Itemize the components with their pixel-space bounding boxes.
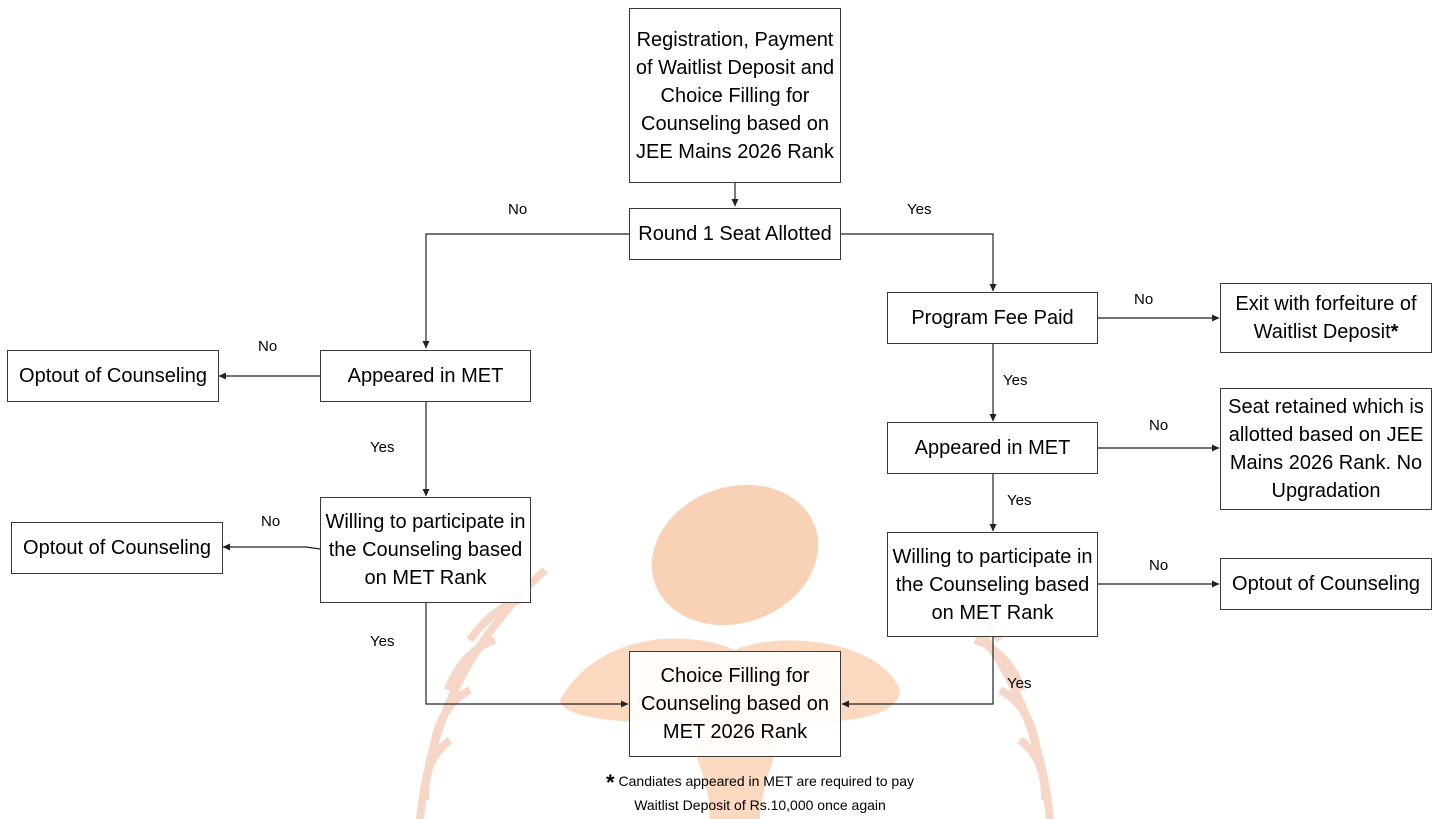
edge-label-willing-right-no: No bbox=[1149, 557, 1169, 574]
node-program-fee-paid: Program Fee Paid bbox=[887, 292, 1098, 344]
exit-forfeiture-asterisk: * bbox=[1390, 321, 1399, 343]
node-program-fee-label: Program Fee Paid bbox=[911, 307, 1074, 329]
edge-label-willing-left-yes: Yes bbox=[370, 633, 395, 650]
node-exit-forfeiture-text: Exit with forfeiture of Waitlist Deposit… bbox=[1225, 290, 1427, 346]
edge-label-appeared-right-yes: Yes bbox=[1007, 492, 1032, 509]
edge-label-appeared-left-no: No bbox=[258, 338, 278, 355]
edge-round1-yes bbox=[841, 233, 997, 292]
node-appeared-met-right-label: Appeared in MET bbox=[914, 437, 1071, 459]
edge-willing-right-yes bbox=[841, 637, 994, 708]
node-choice-filling-met: Choice Filling for Counseling based on M… bbox=[629, 651, 841, 757]
node-exit-forfeiture-label: Exit with forfeiture of Waitlist Deposit bbox=[1235, 293, 1417, 343]
edge-willing-left-yes bbox=[425, 603, 629, 708]
node-optout-left-1-label: Optout of Counseling bbox=[19, 365, 207, 387]
node-appeared-met-right: Appeared in MET bbox=[887, 422, 1098, 474]
node-willing-left: Willing to participate in the Counseling… bbox=[320, 497, 531, 603]
edge-label-appeared-left-yes: Yes bbox=[370, 439, 395, 456]
node-willing-right-label: Willing to participate in the Counseling… bbox=[892, 545, 1093, 624]
edge-willing-left-no bbox=[222, 543, 321, 551]
node-seat-retained-label: Seat retained which is allotted based on… bbox=[1228, 396, 1424, 502]
edge-label-round1-yes: Yes bbox=[907, 201, 932, 218]
edge-label-round1-no: No bbox=[508, 201, 528, 218]
edge-label-program-fee-yes: Yes bbox=[1003, 372, 1028, 389]
node-seat-retained: Seat retained which is allotted based on… bbox=[1220, 388, 1432, 510]
edge-label-willing-left-no: No bbox=[261, 513, 281, 530]
node-appeared-met-left-label: Appeared in MET bbox=[347, 365, 504, 387]
footnote-line-2: Waitlist Deposit of Rs.10,000 once again bbox=[634, 797, 886, 813]
node-registration-label: Registration, Payment of Waitlist Deposi… bbox=[635, 28, 835, 163]
footnote-line-1: *Candiates appeared in MET are required … bbox=[560, 770, 960, 794]
node-round1-seat-allotted: Round 1 Seat Allotted bbox=[629, 208, 841, 260]
node-exit-forfeiture: Exit with forfeiture of Waitlist Deposit… bbox=[1220, 283, 1432, 353]
node-registration: Registration, Payment of Waitlist Deposi… bbox=[629, 8, 841, 183]
node-willing-left-label: Willing to participate in the Counseling… bbox=[325, 511, 526, 589]
node-optout-left-2: Optout of Counseling bbox=[11, 522, 223, 574]
footnote-text-1: Candiates appeared in MET are required t… bbox=[618, 773, 915, 789]
edge-label-program-fee-no: No bbox=[1134, 291, 1154, 308]
node-optout-right-label: Optout of Counseling bbox=[1232, 573, 1420, 595]
edge-round1-no bbox=[422, 233, 629, 349]
footnote-asterisk: * bbox=[605, 770, 615, 795]
node-optout-left-2-label: Optout of Counseling bbox=[23, 537, 211, 559]
node-choice-filling-label: Choice Filling for Counseling based on M… bbox=[641, 665, 829, 743]
node-appeared-met-left: Appeared in MET bbox=[320, 350, 531, 402]
node-optout-right: Optout of Counseling bbox=[1220, 558, 1432, 610]
node-round1-label: Round 1 Seat Allotted bbox=[638, 223, 832, 245]
edge-label-appeared-right-no: No bbox=[1149, 417, 1169, 434]
footnote: *Candiates appeared in MET are required … bbox=[560, 770, 960, 816]
node-optout-left-1: Optout of Counseling bbox=[7, 350, 219, 402]
node-willing-right: Willing to participate in the Counseling… bbox=[887, 532, 1098, 637]
edge-label-willing-right-yes: Yes bbox=[1007, 675, 1032, 692]
